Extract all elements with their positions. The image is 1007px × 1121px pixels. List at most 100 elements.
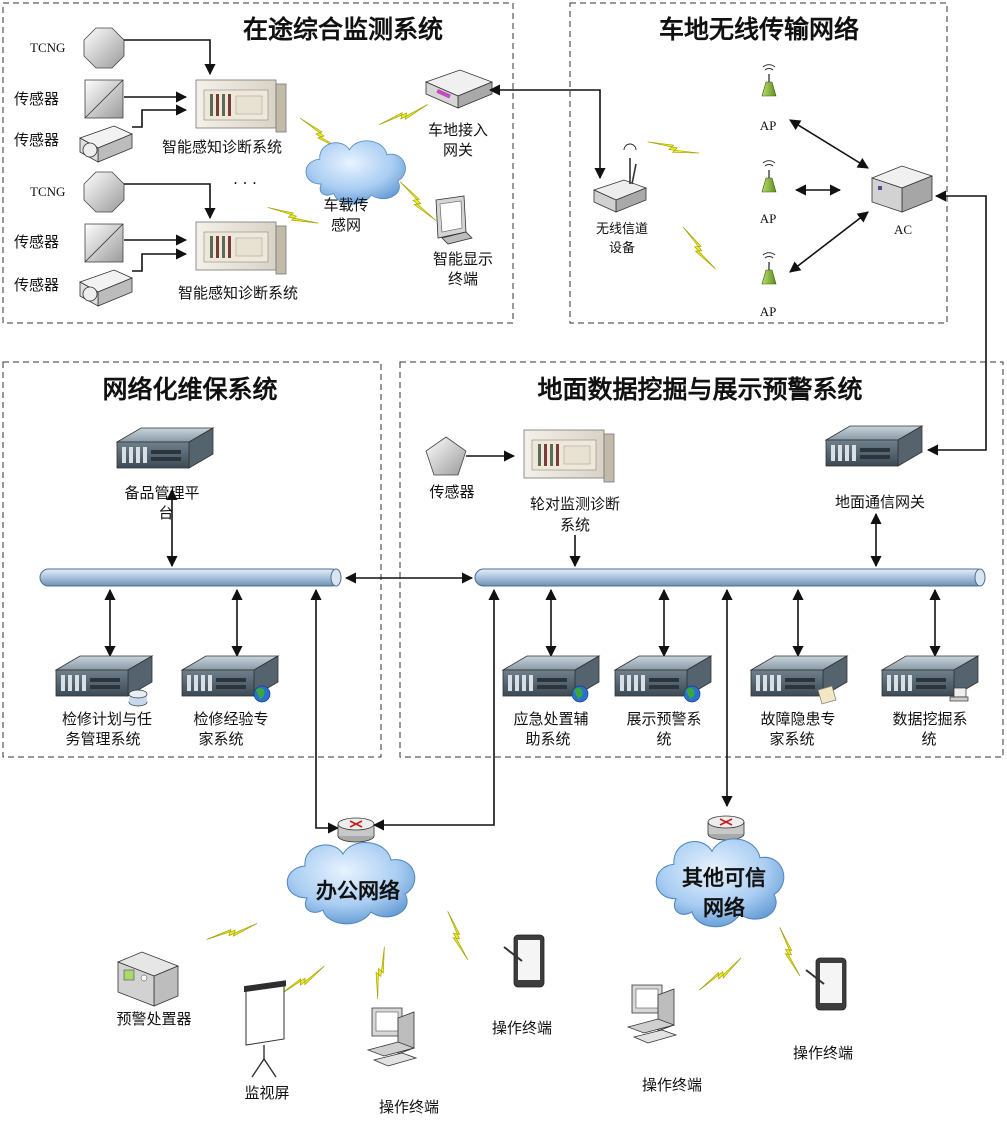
camera-icon-2 [79,269,134,307]
ellipsis: · · · [233,174,257,192]
lightning-icon-11 [698,949,742,999]
fault-expert-server-icon [750,655,848,705]
trusted-tablet-terminal-label: 操作终端 [793,1044,853,1062]
ap-label-1: AP [760,118,777,133]
trusted-router-icon [707,815,745,841]
onboard-gateway-icon [424,69,494,109]
emergency-label-2: 助系统 [525,730,570,748]
wireless-section-box [569,2,948,324]
camera-icon-1 [79,125,134,163]
onboard-title: 在途综合监测系统 [243,15,443,44]
emergency-server-icon [502,655,600,703]
diagnosis-rack-icon-2 [195,221,287,275]
lightning-icon-4 [394,181,442,221]
onboard-gateway-label-2: 网关 [443,141,473,159]
tcng-octagon-icon-2 [83,171,125,213]
alarm-handler-label: 预警处置器 [116,1010,191,1028]
maintenance-title: 网络化维保系统 [102,375,277,404]
ground-title: 地面数据挖掘与展示预警系统 [537,375,862,404]
trusted-tablet-terminal-icon [805,957,847,1011]
diagnosis-label-1: 智能感知诊断系统 [162,138,282,156]
office-tablet-terminal-icon [503,934,545,988]
ground-comm-gateway-server-icon [825,425,923,467]
smart-display-label-2: 终端 [448,270,478,288]
tcng-octagon-icon-1 [83,27,125,69]
ground-sensor-pentagon-icon [425,436,467,476]
expert-system-label-2: 家系统 [198,730,243,748]
wheelset-label-2: 系统 [560,516,590,534]
sensor-label-1: 传感器 [14,90,59,108]
office-tablet-terminal-label: 操作终端 [492,1019,552,1037]
diagnosis-label-2: 智能感知诊断系统 [178,284,298,302]
monitor-screen-label: 监视屏 [244,1084,289,1102]
lightning-icon-3 [378,88,429,142]
lightning-icon-7 [206,904,258,959]
trusted-network-label-2: 网络 [703,895,745,920]
trusted-pc-terminal-label: 操作终端 [642,1076,702,1094]
fault-expert-label-2: 家系统 [769,730,814,748]
maintenance-plan-server-icon [55,655,153,707]
ground-bus [474,568,986,587]
onboard-network-label-2: 感网 [331,216,361,234]
sensor-label-4: 传感器 [14,276,59,294]
lightning-icon-5 [647,123,700,172]
wheelset-label-1: 轮对监测诊断 [530,495,620,513]
ground-comm-gateway-label: 地面通信网关 [835,493,925,511]
ap-label-2: AP [760,211,777,226]
data-mining-server-icon [881,655,979,702]
wireless-channel-label-2: 设备 [609,240,635,255]
onboard-gateway-label-1: 车地接入 [428,121,488,139]
onboard-section-box [2,2,514,324]
onboard-network-cloud-icon [305,140,406,205]
wireless-channel-label-1: 无线信道 [596,221,648,236]
onboard-network-label-1: 车载传 [323,196,368,214]
lightning-icon-8 [279,954,325,1006]
office-router-icon [337,817,375,843]
ap-icon-2 [761,160,777,193]
diagnosis-rack-icon-1 [195,79,287,133]
ap-icon-3 [761,252,777,285]
ac-controller-icon [870,165,934,213]
sensor-label-2: 传感器 [14,131,59,149]
maintenance-plan-label-2: 务管理系统 [65,730,140,748]
wheelset-rack-icon [523,429,615,483]
ac-label: AC [894,222,912,237]
lightning-icon-12 [763,926,817,977]
sensor-label-3: 传感器 [14,233,59,251]
monitor-screen-icon [244,980,286,1078]
data-mining-label-1: 数据挖掘系 [892,710,967,728]
maintenance-plan-label-1: 检修计划与任 [62,710,152,728]
ap-icon-1 [761,64,777,97]
lightning-icon-9 [356,946,406,1000]
ap-label-3: AP [760,304,777,319]
display-warning-label-2: 统 [656,730,671,748]
display-warning-server-icon [614,655,712,703]
spare-parts-label-1: 备品管理平 [124,484,199,502]
trusted-pc-terminal-icon [627,984,677,1044]
emergency-label-1: 应急处置辅 [513,710,588,728]
display-warning-label-1: 展示预警系 [626,710,701,728]
spare-parts-server-icon [116,427,214,469]
ground-section-box [399,361,1004,758]
wireless-title: 车地无线传输网络 [659,15,859,44]
trusted-network-label-1: 其他可信 [682,865,766,890]
wireless-channel-device-icon [592,143,648,213]
tcng-label-1: TCNG [30,40,65,55]
lightning-icon-6 [674,226,725,270]
smart-display-icon [435,195,473,245]
maintenance-bus [39,568,342,587]
data-mining-label-2: 统 [921,730,936,748]
expert-system-label-1: 检修经验专 [193,710,268,728]
lightning-icon-10 [431,910,485,961]
ground-sensor-label: 传感器 [429,483,474,501]
office-network-label: 办公网络 [316,878,400,903]
tcng-label-2: TCNG [30,184,65,199]
alarm-handler-icon [116,951,180,1007]
smart-display-label-1: 智能显示 [433,250,493,268]
office-pc-terminal-label: 操作终端 [379,1098,439,1116]
expert-system-server-icon [181,655,279,703]
maintenance-section-box [2,361,382,758]
fault-expert-label-1: 故障隐患专 [760,710,835,728]
office-pc-terminal-icon [367,1007,417,1067]
